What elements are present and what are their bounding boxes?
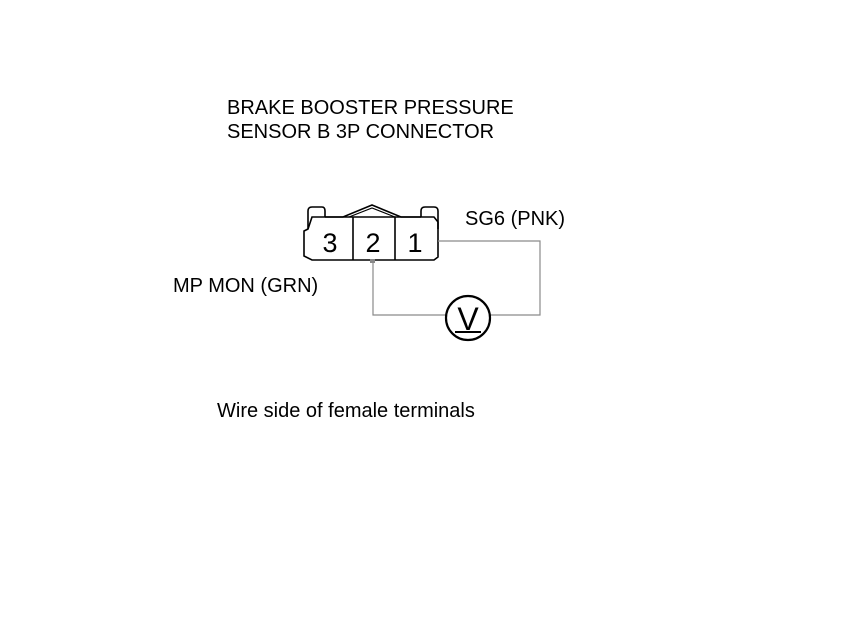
connector-key: [325, 204, 421, 218]
terminal-2-probe-point: [370, 259, 375, 263]
connector-right-latch: [420, 206, 439, 229]
connector-title-line1: BRAKE BOOSTER PRESSURE: [227, 97, 514, 119]
wire-label-sg6: SG6 (PNK): [465, 208, 566, 230]
terminal-3-number: 3: [322, 228, 337, 258]
wire-mp-mon: [372, 263, 446, 316]
connector-left-latch: [307, 206, 326, 229]
voltmeter-symbol: V: [457, 301, 479, 337]
voltmeter-icon: V: [444, 294, 492, 342]
terminal-1-number: 1: [407, 228, 422, 258]
wire-label-mp-mon: MP MON (GRN): [173, 275, 319, 297]
connector-title-line2: SENSOR B 3P CONNECTOR: [227, 121, 495, 143]
diagram-caption: Wire side of female terminals: [217, 400, 475, 422]
probe-wires: [370, 240, 541, 316]
wire-sg6: [438, 240, 541, 316]
terminal-2-number: 2: [365, 228, 380, 258]
